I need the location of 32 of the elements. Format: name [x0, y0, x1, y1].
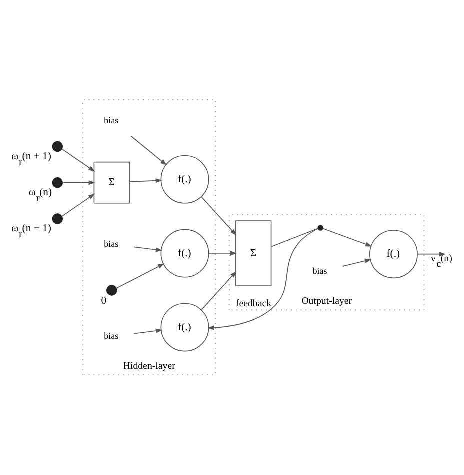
- node-box: Σ: [94, 162, 130, 204]
- node-circle: [318, 225, 324, 231]
- arrow: [62, 148, 96, 172]
- node-circle: f(.): [160, 303, 210, 352]
- node-text: bias: [104, 116, 119, 126]
- node-circle: [52, 178, 63, 188]
- arrow: [116, 264, 165, 289]
- arrow: [201, 196, 237, 236]
- node-text: bias: [104, 238, 119, 249]
- arrow: [208, 251, 238, 256]
- node-circle: f(.): [160, 229, 210, 278]
- node-circle: [106, 285, 118, 296]
- arrow: [134, 328, 162, 334]
- node-circle: [52, 141, 63, 152]
- arrow: [130, 136, 168, 166]
- node-circle: f(.): [369, 230, 418, 279]
- arrow: [322, 228, 372, 247]
- arrow: [129, 178, 162, 184]
- edge-label: feedback: [236, 298, 272, 310]
- arrow: [134, 246, 162, 252]
- connector: [271, 228, 319, 248]
- node-circle: [52, 214, 63, 224]
- node-text: bias: [104, 330, 119, 341]
- arrow: [62, 194, 96, 217]
- arrow: [208, 228, 319, 330]
- node-text: bias: [312, 266, 328, 276]
- node-box: Σ: [236, 220, 272, 286]
- arrow: [201, 271, 237, 310]
- arrow: [342, 258, 372, 267]
- arrow: [62, 180, 96, 186]
- node-label: 0: [101, 294, 107, 307]
- arrow: [417, 252, 446, 257]
